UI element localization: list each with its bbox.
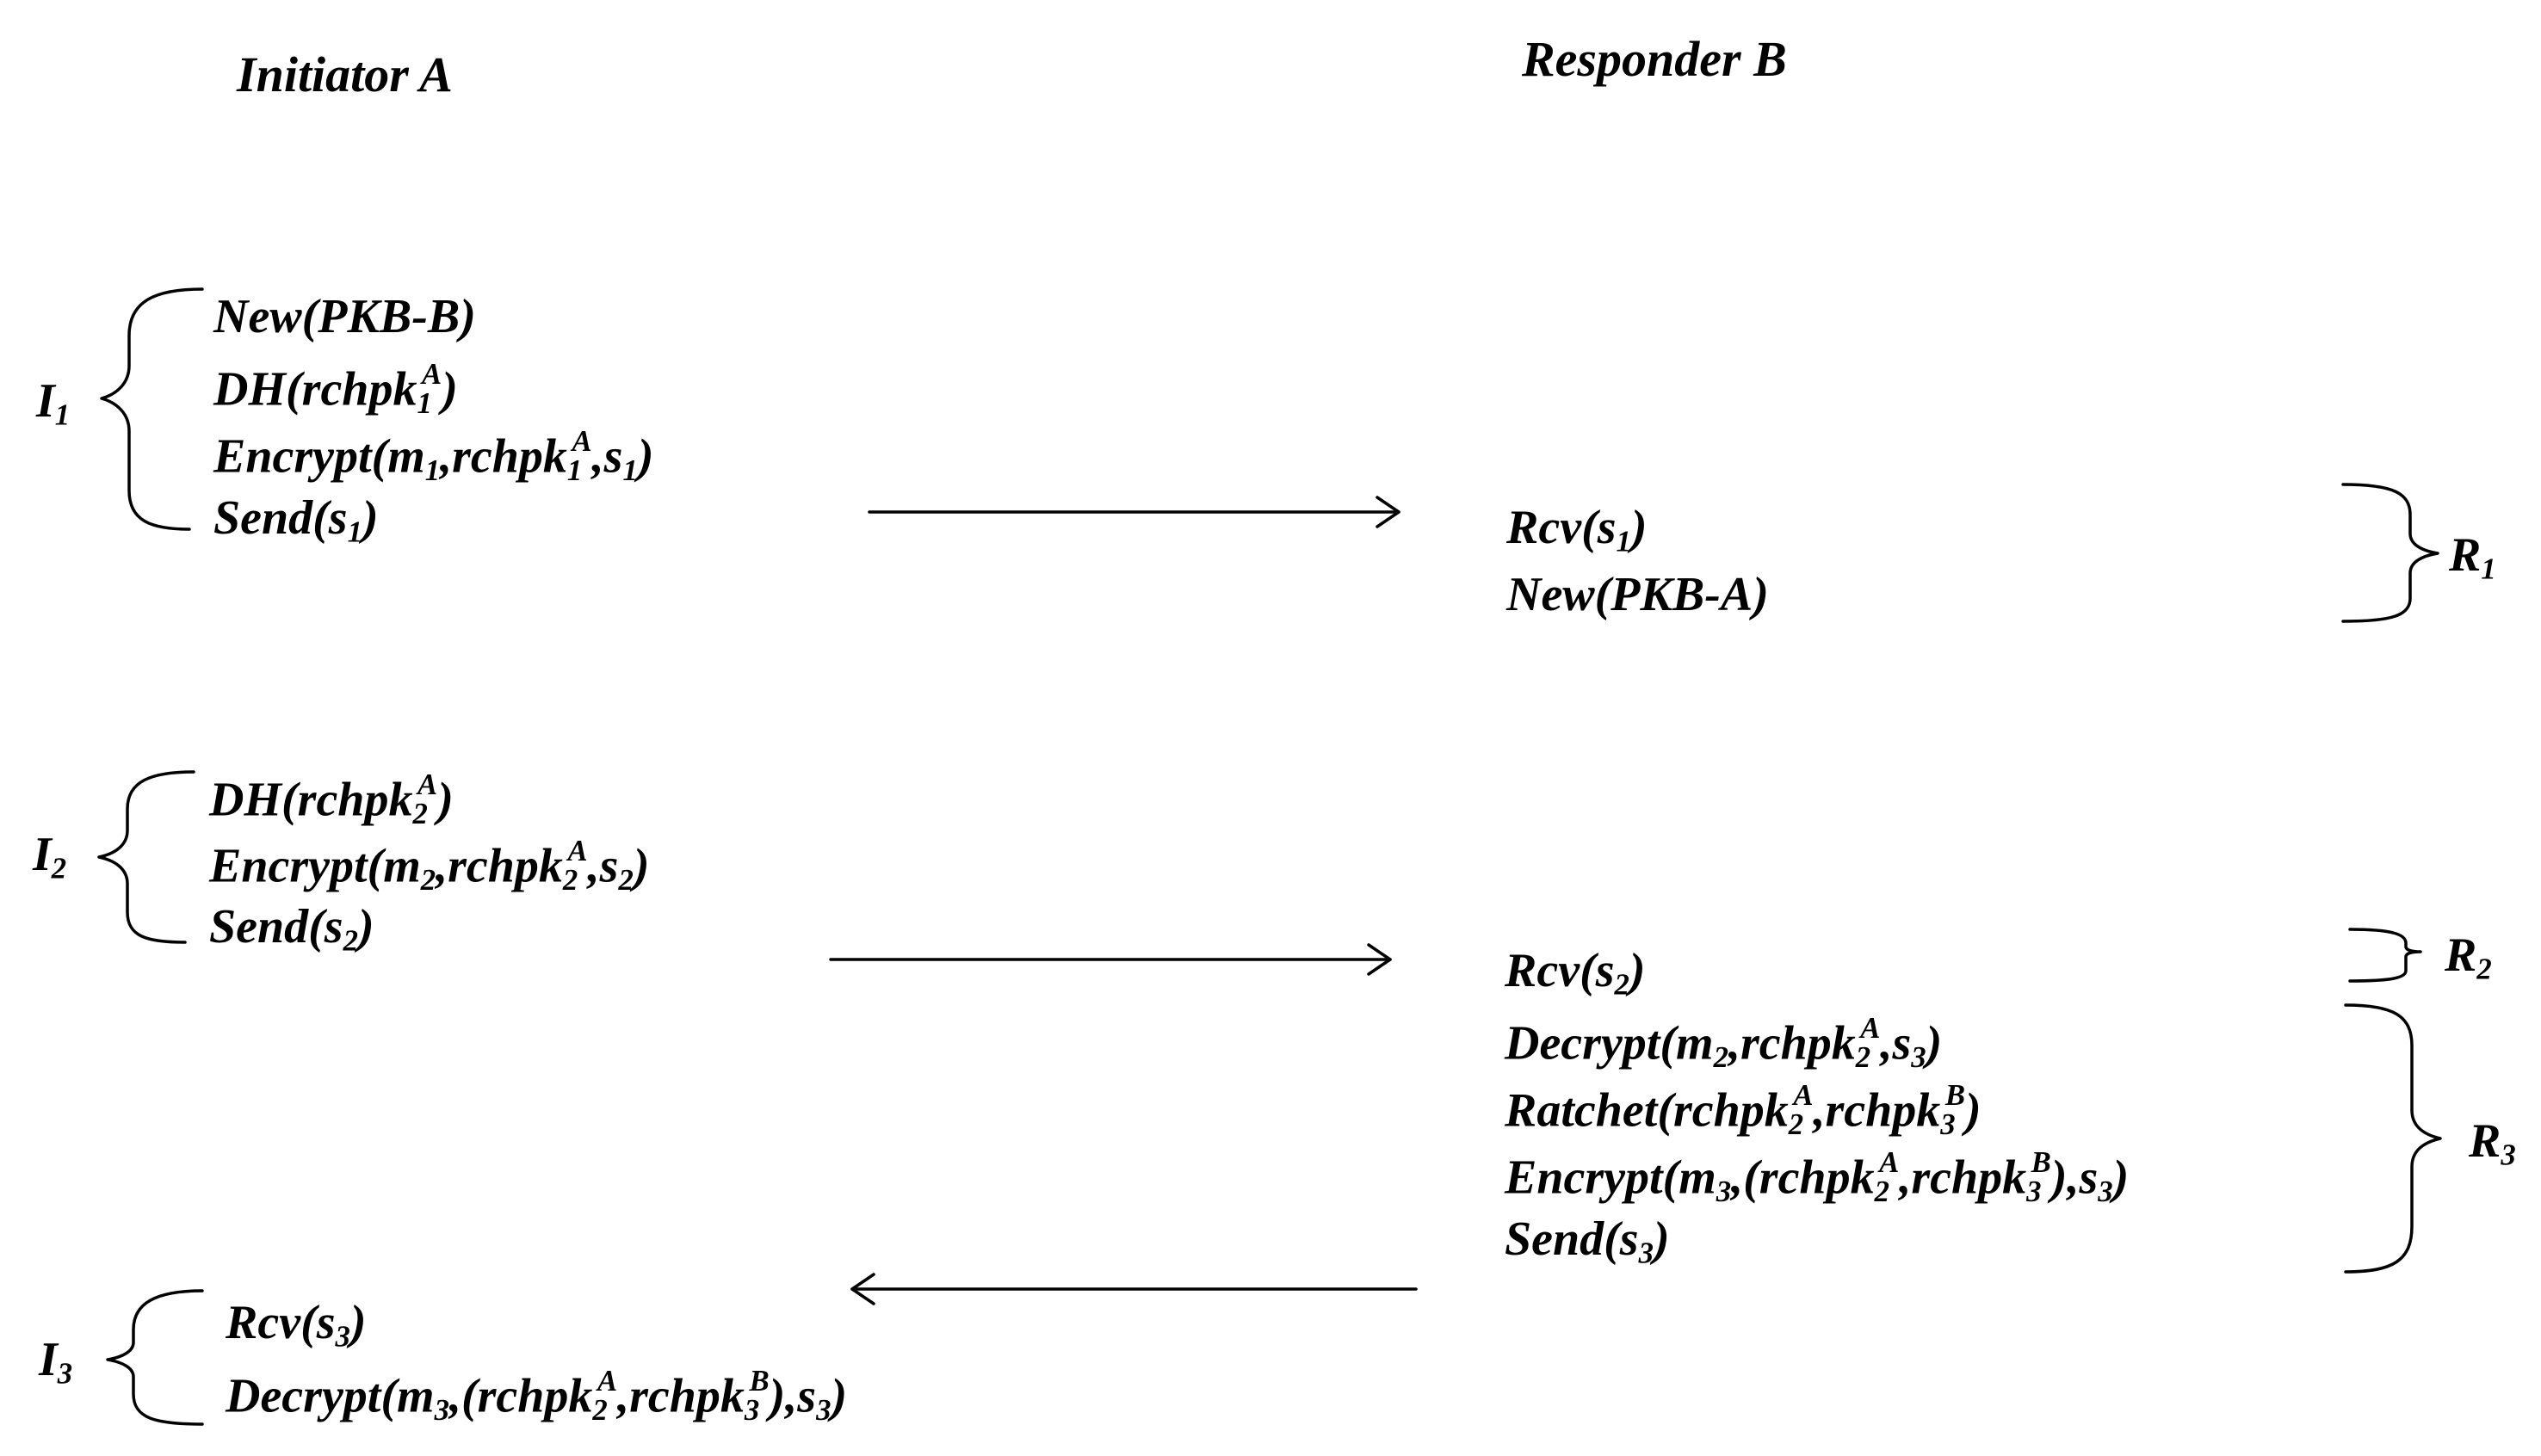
protocol-step: Ratchet(rchpk2A,rchpk3B) xyxy=(1505,1078,1981,1142)
protocol-step: Rcv(s1) xyxy=(1506,501,1648,558)
responder-title: Responder B xyxy=(1522,31,1787,87)
message-arrow-1 xyxy=(868,496,1400,528)
brace-r3 xyxy=(2344,1003,2442,1274)
protocol-step: Send(s2) xyxy=(209,900,374,958)
protocol-step: Encrypt(m3,(rchpk2A,rchpk3B),s3) xyxy=(1505,1145,2130,1209)
protocol-step: Send(s1) xyxy=(213,491,379,549)
group-label-r1: R1 xyxy=(2449,528,2496,586)
brace-i3 xyxy=(106,1289,204,1426)
protocol-step: Decrypt(m3,(rchpk2A,rchpk3B),s3) xyxy=(226,1364,848,1428)
protocol-step: Decrypt(m2,rchpk2A,s3) xyxy=(1505,1011,1943,1075)
protocol-step: DH(rchpk1A) xyxy=(213,357,458,421)
initiator-title: Initiator A xyxy=(237,46,453,102)
protocol-step: New(PKB-A) xyxy=(1506,568,1769,621)
brace-r2 xyxy=(2348,928,2422,983)
protocol-step: Encrypt(m1,rchpk1A,s1) xyxy=(213,424,654,488)
group-label-i3: I3 xyxy=(39,1333,73,1391)
protocol-step: New(PKB-B) xyxy=(213,290,476,343)
group-label-r3: R3 xyxy=(2469,1114,2516,1172)
protocol-step: Rcv(s2) xyxy=(1505,944,1646,1002)
brace-r1 xyxy=(2341,483,2439,623)
message-arrow-2 xyxy=(829,943,1392,976)
protocol-step: Send(s3) xyxy=(1505,1212,1670,1270)
group-label-r2: R2 xyxy=(2445,929,2492,986)
brace-i1 xyxy=(100,287,204,531)
group-label-i2: I2 xyxy=(33,828,67,885)
message-arrow-3 xyxy=(850,1273,1418,1305)
brace-i2 xyxy=(97,770,195,944)
protocol-step: Rcv(s3) xyxy=(226,1296,367,1354)
protocol-step: DH(rchpk2A) xyxy=(209,768,454,831)
protocol-step: Encrypt(m2,rchpk2A,s2) xyxy=(209,834,650,898)
group-label-i1: I1 xyxy=(36,374,71,432)
